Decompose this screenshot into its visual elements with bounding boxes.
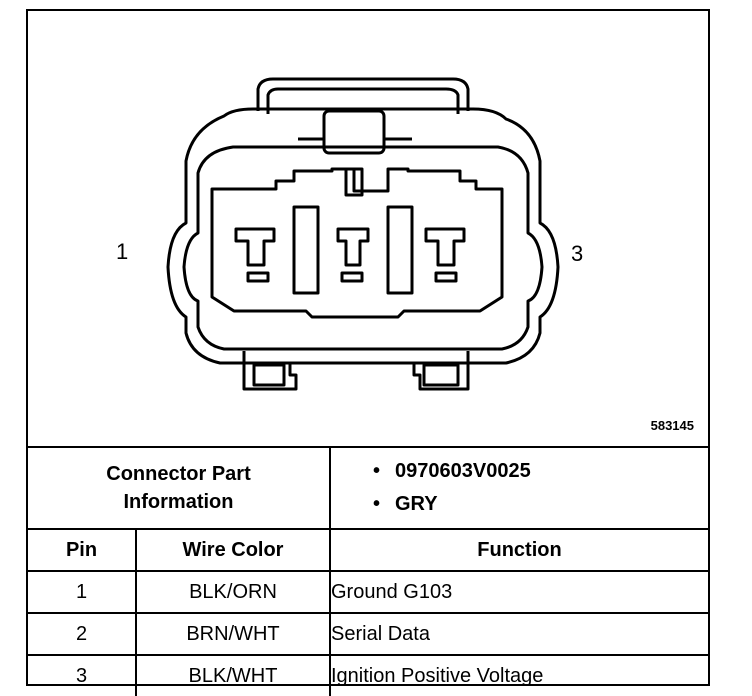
connector-part-values: • 0970603V0025 • GRY <box>329 446 708 530</box>
connector-color-item: • GRY <box>373 488 708 521</box>
function-cell: Ignition Positive Voltage <box>329 654 708 696</box>
part-number-value: 0970603V0025 <box>395 460 531 482</box>
connector-part-label-line2: Information <box>123 491 234 513</box>
pin-cell: 1 <box>28 570 137 614</box>
wire-color-cell: BLK/ORN <box>135 570 331 614</box>
pin-cell: 2 <box>28 612 137 656</box>
connector-part-info-row: Connector Part Information • 0970603V0025… <box>28 446 708 530</box>
connector-diagram: 1 3 583145 <box>28 11 708 446</box>
function-cell: Serial Data <box>329 612 708 656</box>
wire-color-cell: BRN/WHT <box>135 612 331 656</box>
pin-1-position-label: 1 <box>116 239 129 264</box>
figure-number: 583145 <box>650 418 694 433</box>
bullet-icon: • <box>373 460 381 482</box>
bullet-icon: • <box>373 493 381 515</box>
function-column-header: Function <box>329 528 708 572</box>
function-cell: Ground G103 <box>329 570 708 614</box>
connector-part-label-line1: Connector Part <box>106 463 251 485</box>
wire-color-column-header: Wire Color <box>135 528 331 572</box>
connector-frame: 1 3 583145 Connector Part Information • 0… <box>26 9 710 696</box>
connector-color-value: GRY <box>395 493 438 515</box>
table-row: 3 BLK/WHT Ignition Positive Voltage <box>28 654 708 696</box>
pin-3-position-label: 3 <box>571 241 584 266</box>
table-row: 1 BLK/ORN Ground G103 <box>28 570 708 614</box>
pin-column-header: Pin <box>28 528 137 572</box>
table-row: 2 BRN/WHT Serial Data <box>28 612 708 656</box>
connector-face-drawing <box>166 77 560 391</box>
connector-info-table: Connector Part Information • 0970603V0025… <box>28 446 708 696</box>
part-number-item: • 0970603V0025 <box>373 455 708 488</box>
connector-part-info-label: Connector Part Information <box>28 446 331 530</box>
wire-color-cell: BLK/WHT <box>135 654 331 696</box>
pin-cell: 3 <box>28 654 137 696</box>
table-header-row: Pin Wire Color Function <box>28 528 708 572</box>
